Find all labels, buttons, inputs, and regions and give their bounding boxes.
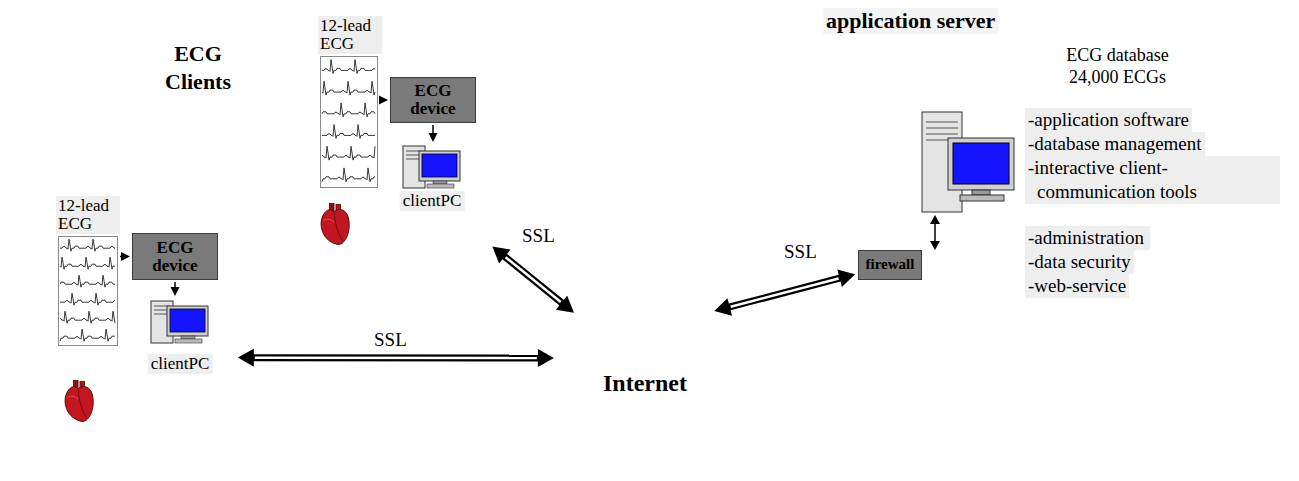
ssl-connection [492,246,574,312]
database-label: ECG database 24,000 ECGs [1055,45,1180,88]
list-item: -data security [1025,250,1134,274]
edge-label: SSL [372,330,409,351]
ssl-connection [714,269,855,315]
double-arrow [930,215,940,250]
list-item: -web-service [1025,274,1129,298]
list-item: -database management [1025,132,1205,156]
server-computer-icon [922,112,1014,212]
cloud-label: Internet [603,370,687,397]
flow-arrow [429,125,438,142]
flow-arrow [171,282,180,296]
computer-icon [151,301,208,343]
ellipse-outline [2,165,238,478]
device-label: ECG device [143,239,207,275]
server-ellipse: application server-application software-… [830,6,1296,478]
client-ellipse: 12-lead ECG ECG device clientPC [2,165,238,478]
device-label: ECG device [401,82,465,118]
edge-label: SSL [520,226,557,247]
list-item: -administration [1025,226,1150,250]
device-box: ECG device [132,233,218,280]
ecg-strip: 12-lead ECG [320,56,378,188]
list-item: -application software [1025,108,1192,132]
flow-arrow [379,96,388,105]
client-ellipse: 12-lead ECG ECG device clientPC [285,5,517,297]
flow-arrow [120,252,130,261]
database-cylinder: ECG database 24,000 ECGs [1035,10,1200,105]
strip-label: 12-lead ECG [318,16,382,54]
firewall-box: firewall [858,250,922,280]
internet-cloud: Internet [555,280,735,476]
pc-label: clientPC [400,191,465,211]
firewall-label: firewall [866,257,915,273]
ecg-waveform [321,57,377,187]
group-title: ECG Clients [146,40,250,95]
client-pc: clientPC [393,144,471,211]
ecg-waveform [59,237,117,345]
heart-icon [65,380,93,421]
heart-icon [321,203,349,244]
ssl-connection [238,349,554,367]
client-pc: clientPC [140,298,220,374]
device-box: ECG device [390,77,476,123]
pc-label: clientPC [148,354,213,374]
computer-icon [403,146,460,188]
edge-label: SSL [782,242,819,263]
heading: application server [823,8,998,34]
ecg-strip: 12-lead ECG [58,236,118,346]
strip-label: 12-lead ECG [56,196,120,234]
list-item: -interactive client- communication tools [1025,156,1280,204]
